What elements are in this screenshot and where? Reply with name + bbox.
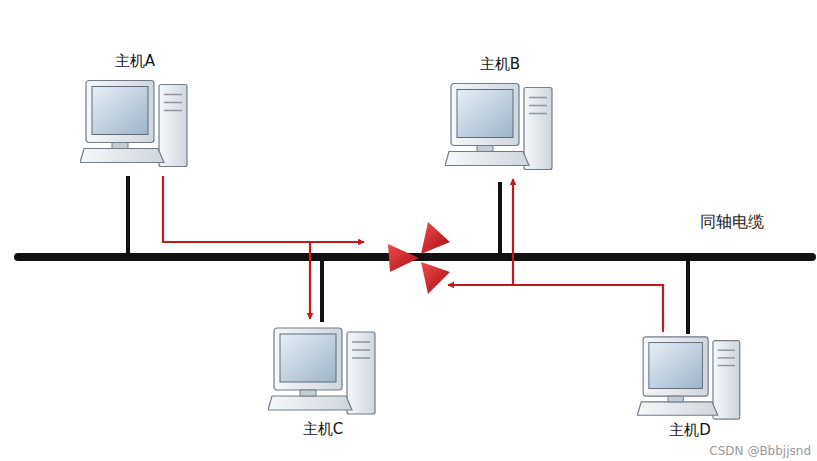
monitor-neck <box>112 143 128 149</box>
monitor-screen <box>649 343 703 389</box>
computer-icon <box>445 84 552 170</box>
signal-arrow <box>309 241 364 243</box>
drive-slot <box>529 105 547 107</box>
drive-slot <box>352 357 370 359</box>
monitor-bezel <box>451 84 519 146</box>
desktop-base <box>80 149 164 163</box>
desktop-base <box>637 402 717 415</box>
host-computer: 主机D <box>635 333 745 439</box>
drive-slot <box>164 110 182 112</box>
tower-case <box>159 85 187 167</box>
monitor-neck <box>300 390 316 396</box>
host-drop-line <box>498 182 502 254</box>
host-drop-line <box>126 176 130 254</box>
host-drop-line <box>686 260 690 334</box>
computer-icon <box>80 81 187 167</box>
watermark: CSDN @Bbbjjsnd <box>709 444 811 458</box>
desktop-base <box>268 396 352 410</box>
tower-case <box>347 332 375 414</box>
drive-slot <box>718 365 735 366</box>
monitor-screen <box>280 334 336 382</box>
monitor-screen <box>457 90 513 138</box>
host-drop-line <box>320 260 324 322</box>
drive-slot <box>529 97 547 99</box>
host-label: 主机D <box>669 421 711 439</box>
drive-slot <box>164 102 182 104</box>
host-label: 主机A <box>115 52 155 70</box>
drive-slot <box>718 350 735 351</box>
host-computer: 主机A <box>80 52 190 175</box>
drive-slot <box>529 113 547 115</box>
computer-icon-svg <box>268 320 378 420</box>
host-label: 主机B <box>480 55 520 73</box>
host-computer: 主机B <box>445 55 555 178</box>
monitor-neck <box>668 396 683 402</box>
monitor-screen <box>92 87 148 135</box>
computer-icon-svg <box>445 73 555 178</box>
monitor-bezel <box>274 328 342 390</box>
signal-connector <box>163 176 310 319</box>
drive-slot <box>718 357 735 358</box>
host-label: 主机C <box>303 420 343 438</box>
tower-case <box>524 88 552 170</box>
signal-arrow <box>448 284 514 286</box>
computer-icon-svg <box>80 70 190 175</box>
tower-case <box>713 341 740 419</box>
computer-icon <box>268 328 375 414</box>
drive-slot <box>352 341 370 343</box>
collision-triangle <box>421 262 450 294</box>
monitor-bezel <box>86 81 154 143</box>
monitor-neck <box>477 146 493 152</box>
collision-triangle <box>421 222 450 254</box>
desktop-base <box>445 152 529 166</box>
drive-slot <box>352 349 370 351</box>
drive-slot <box>164 94 182 96</box>
computer-icon <box>637 337 739 419</box>
signal-connector <box>513 179 663 332</box>
computer-icon-svg <box>635 333 745 421</box>
monitor-bezel <box>643 337 708 396</box>
collision-symbol <box>388 222 450 294</box>
cable-label: 同轴电缆 <box>700 212 764 233</box>
host-computer: 主机C <box>268 320 378 438</box>
collision-triangle <box>388 244 419 272</box>
